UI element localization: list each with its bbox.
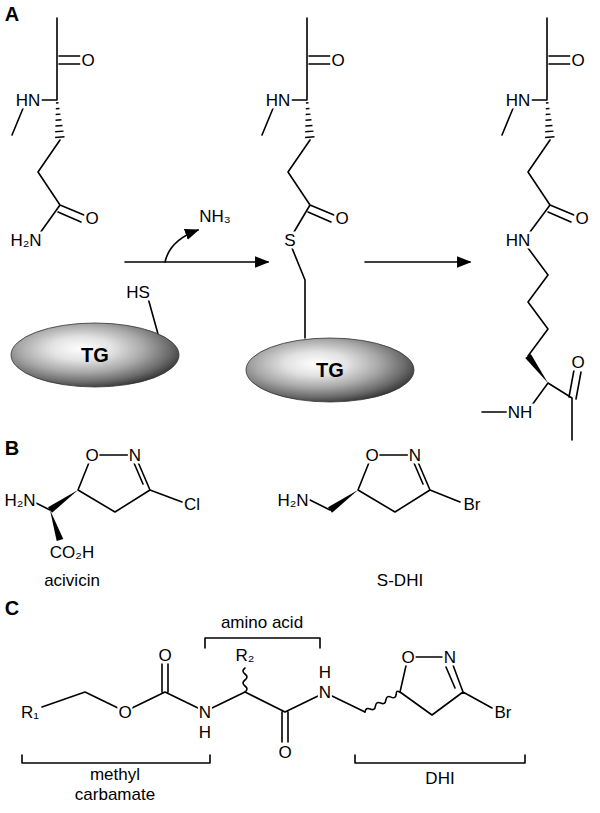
atom-label: O (570, 52, 585, 69)
compound-label: DHI (424, 770, 455, 787)
atom-label: H (318, 664, 332, 681)
atom-label: H (198, 724, 212, 741)
wedge-bond (50, 510, 63, 541)
bracket (22, 755, 210, 763)
atom-label: HN (265, 92, 292, 109)
panel-letter: A (4, 4, 20, 24)
wedge-bond (48, 490, 78, 513)
hash-stroke (306, 119, 312, 121)
hash-stroke (545, 130, 553, 132)
bracket (205, 638, 320, 648)
atom-label: Br (463, 496, 482, 513)
atom-label: NH₃ (198, 208, 231, 225)
bond-lines (148, 298, 158, 334)
atom-label: N (198, 704, 212, 721)
compound-label: acivicin (43, 572, 101, 589)
hashed-bonds (55, 103, 554, 138)
atom-label: H₂N (9, 232, 42, 249)
hash-stroke (306, 113, 311, 115)
hash-stroke (56, 108, 60, 110)
hash-stroke (545, 125, 552, 127)
atom-label: HN (15, 92, 42, 109)
hash-stroke (305, 125, 312, 127)
reaction-arrow (365, 261, 470, 263)
hash-stroke (306, 102, 309, 104)
hash-stroke (56, 113, 61, 115)
hash-stroke (305, 130, 313, 132)
hash-stroke (546, 102, 549, 104)
hash-stroke (546, 113, 551, 115)
atom-label: N (318, 684, 332, 701)
wavy-bond (364, 690, 401, 713)
release-arrow (165, 230, 198, 262)
bond-lines (482, 18, 581, 440)
wedge-bond (328, 490, 358, 513)
atom-label: CO₂H (49, 544, 95, 561)
atom-label: HN (505, 232, 532, 249)
atom-label: H₂N (3, 492, 36, 509)
panel-letter: B (4, 438, 20, 458)
hash-stroke (56, 102, 59, 104)
wedge-bond (525, 354, 548, 383)
wavy-bond (243, 668, 247, 692)
atom-label: O (277, 744, 292, 761)
atom-label: Br (494, 704, 513, 721)
hash-stroke (546, 108, 550, 110)
bracket (355, 755, 525, 763)
atom-label: O (84, 210, 99, 227)
atom-label: O (84, 447, 99, 464)
atom-label: N (408, 447, 422, 464)
bond-lines (34, 455, 182, 512)
hash-stroke (305, 136, 314, 138)
reaction-arrow (125, 261, 268, 263)
ellipse-outline (11, 323, 179, 387)
panel-letter: C (4, 598, 20, 618)
hash-stroke (55, 130, 63, 132)
atom-label: O (157, 647, 172, 664)
atom-label: H₂N (276, 492, 309, 509)
hash-stroke (55, 136, 64, 138)
bond-lines (310, 455, 460, 512)
atom-label: HN (505, 92, 532, 109)
atom-label: R₂ (235, 647, 256, 664)
atom-label: S (283, 232, 296, 249)
atom-label: NH (507, 404, 534, 421)
atom-label: O (570, 354, 585, 371)
compound-label: S-DHI (376, 572, 424, 589)
compound-label: amino acid (220, 614, 304, 631)
atom-label: O (330, 52, 345, 69)
ellipse-outline (246, 338, 414, 402)
hash-stroke (56, 119, 62, 121)
atom-label: HS (125, 284, 151, 301)
bond-lines (262, 18, 334, 338)
enzyme-label: TG (81, 345, 109, 365)
atom-label: R₁ (20, 704, 40, 721)
hash-stroke (546, 119, 552, 121)
atom-label: Cl (183, 496, 201, 513)
enzyme-ellipse: TG (10, 322, 180, 388)
atom-label: N (443, 649, 457, 666)
atom-label: O (574, 210, 589, 227)
enzyme-label: TG (316, 360, 344, 380)
atom-label: O (364, 447, 379, 464)
atom-label: O (334, 210, 349, 227)
hash-stroke (545, 136, 554, 138)
atom-label: O (80, 52, 95, 69)
compound-label: methyl carbamate (69, 765, 161, 804)
enzyme-ellipse: TG (245, 337, 415, 403)
hash-stroke (306, 108, 310, 110)
hash-stroke (55, 125, 62, 127)
atom-label: O (400, 649, 415, 666)
bond-lines (12, 18, 84, 233)
atom-label: O (117, 704, 132, 721)
atom-label: N (128, 447, 142, 464)
bond-lines (42, 657, 492, 742)
